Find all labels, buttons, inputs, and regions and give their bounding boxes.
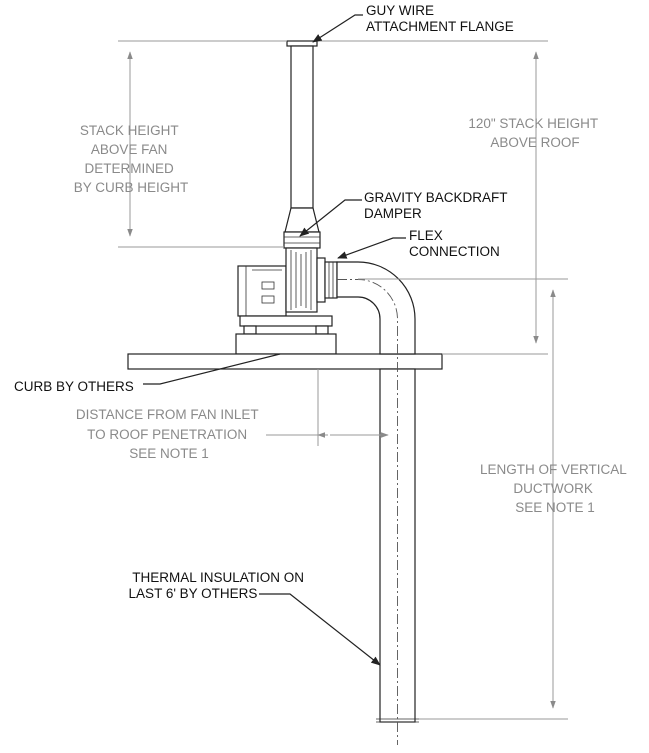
annotation-leaders <box>143 14 406 666</box>
gravity-backdraft-damper-label: GRAVITY BACKDRAFT DAMPER <box>364 190 511 221</box>
exhaust-stack <box>283 40 321 249</box>
stack-height-above-fan-label: STACK HEIGHT ABOVE FAN DETERMINED BY CUR… <box>74 123 189 195</box>
ductwork <box>336 261 419 745</box>
fan-base-plate <box>239 315 333 327</box>
duct-elbow <box>336 261 416 355</box>
flex-connector <box>324 261 338 299</box>
roof-curb <box>127 353 443 370</box>
guy-wire-label: GUY WIRE ATTACHMENT FLANGE <box>366 3 514 34</box>
fan-pedestal <box>235 333 337 355</box>
length-vertical-ductwork-label: LENGTH OF VERTICAL DUCTWORK SEE NOTE 1 <box>480 462 630 515</box>
exhaust-fan <box>235 247 338 355</box>
stack-pipe <box>290 45 314 209</box>
dimension-lines <box>118 40 568 720</box>
thermal-insulation-label: THERMAL INSULATION ON LAST 6' BY OTHERS <box>129 570 308 601</box>
stack-transition <box>284 207 320 233</box>
fan-motor <box>237 265 287 317</box>
distance-fan-inlet-label: DISTANCE FROM FAN INLET TO ROOF PENETRAT… <box>76 407 262 461</box>
isolator-right <box>315 325 329 335</box>
isolator-left <box>243 325 257 335</box>
flex-connection-label: FLEX CONNECTION <box>409 228 500 259</box>
guy-wire-flange <box>286 40 318 47</box>
fan-inlet-flange <box>316 257 326 303</box>
curb-by-others-label: CURB BY OTHERS <box>14 379 134 394</box>
stack-height-above-roof-label: 120" STACK HEIGHT ABOVE ROOF <box>468 116 601 150</box>
